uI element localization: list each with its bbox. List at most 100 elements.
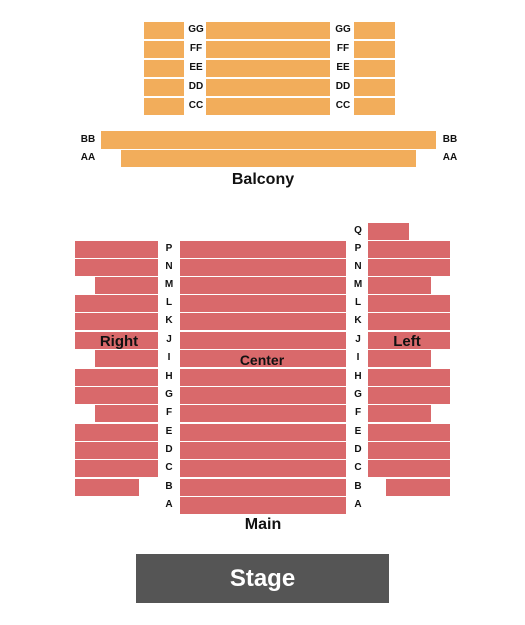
left-row-m[interactable] [368, 277, 431, 294]
center-row-k[interactable] [180, 313, 346, 330]
row-label-j-left: J [166, 334, 172, 345]
left-row-b[interactable] [386, 479, 450, 496]
balcony-right-row-ee[interactable] [354, 60, 395, 77]
row-label-n-right: N [354, 261, 362, 272]
left-row-p[interactable] [368, 241, 450, 258]
right-row-l[interactable] [75, 295, 158, 312]
row-label-gg-right: GG [335, 24, 351, 35]
row-label-f-left: F [165, 407, 173, 418]
row-label-i-left: I [167, 352, 171, 363]
right-row-d[interactable] [75, 442, 158, 459]
center-row-m[interactable] [180, 277, 346, 294]
center-row-j[interactable] [180, 332, 346, 349]
row-label-f-right: F [354, 407, 362, 418]
right-row-f[interactable] [95, 405, 158, 422]
row-label-dd-right: DD [335, 81, 351, 92]
balcony-left-row-ff[interactable] [144, 41, 184, 58]
row-label-b-right: B [354, 481, 362, 492]
row-label-cc-left: CC [188, 100, 204, 111]
center-row-b[interactable] [180, 479, 346, 496]
center-row-p[interactable] [180, 241, 346, 258]
balcony-right-row-gg[interactable] [354, 22, 395, 39]
row-label-ee-right: EE [336, 62, 350, 73]
row-label-i-right: I [356, 352, 360, 363]
row-label-bb-left: BB [80, 134, 96, 145]
row-label-ff-right: FF [336, 43, 350, 54]
row-label-e-right: E [354, 426, 362, 437]
row-label-d-right: D [354, 444, 362, 455]
row-label-e-left: E [165, 426, 173, 437]
balcony-right-row-dd[interactable] [354, 79, 395, 96]
balcony-center-row-ff[interactable] [206, 41, 330, 58]
row-label-d-left: D [165, 444, 173, 455]
center-row-i[interactable] [180, 350, 346, 367]
left-row-l[interactable] [368, 295, 450, 312]
section-label-main: Main [244, 516, 282, 533]
balcony-row-bb[interactable] [101, 131, 436, 149]
left-row-c[interactable] [368, 460, 450, 477]
right-row-c[interactable] [75, 460, 158, 477]
row-label-b-left: B [165, 481, 173, 492]
center-row-c[interactable] [180, 460, 346, 477]
row-label-c-right: C [354, 462, 362, 473]
balcony-center-row-dd[interactable] [206, 79, 330, 96]
balcony-right-row-cc[interactable] [354, 98, 395, 115]
row-label-p-right: P [354, 243, 362, 254]
balcony-center-row-cc[interactable] [206, 98, 330, 115]
right-row-g[interactable] [75, 387, 158, 404]
center-row-e[interactable] [180, 424, 346, 441]
left-row-f[interactable] [368, 405, 431, 422]
center-row-f[interactable] [180, 405, 346, 422]
row-label-n-left: N [165, 261, 173, 272]
row-label-cc-right: CC [335, 100, 351, 111]
section-label-right: Right [99, 333, 139, 350]
right-row-k[interactable] [75, 313, 158, 330]
balcony-row-aa[interactable] [121, 150, 416, 167]
balcony-left-row-ee[interactable] [144, 60, 184, 77]
balcony-center-row-ee[interactable] [206, 60, 330, 77]
right-row-j[interactable] [75, 332, 158, 349]
balcony-left-row-cc[interactable] [144, 98, 184, 115]
right-row-e[interactable] [75, 424, 158, 441]
row-label-k-left: K [165, 315, 173, 326]
right-row-m[interactable] [95, 277, 158, 294]
row-label-ff-left: FF [189, 43, 203, 54]
section-label-center: Center [239, 352, 285, 368]
row-label-l-right: L [354, 297, 362, 308]
right-row-n[interactable] [75, 259, 158, 276]
row-label-h-left: H [165, 371, 173, 382]
balcony-right-row-ff[interactable] [354, 41, 395, 58]
right-row-b[interactable] [75, 479, 139, 496]
right-row-h[interactable] [75, 369, 158, 386]
row-label-m-right: M [353, 279, 363, 290]
left-row-q[interactable] [368, 223, 409, 240]
row-label-g-left: G [165, 389, 173, 400]
right-row-i[interactable] [95, 350, 158, 367]
row-label-gg-left: GG [188, 24, 204, 35]
right-row-p[interactable] [75, 241, 158, 258]
balcony-left-row-gg[interactable] [144, 22, 184, 39]
left-row-j[interactable] [368, 332, 450, 349]
left-row-e[interactable] [368, 424, 450, 441]
balcony-left-row-dd[interactable] [144, 79, 184, 96]
center-row-d[interactable] [180, 442, 346, 459]
row-label-ee-left: EE [189, 62, 203, 73]
center-row-g[interactable] [180, 387, 346, 404]
left-row-i[interactable] [368, 350, 431, 367]
balcony-center-row-gg[interactable] [206, 22, 330, 39]
left-row-h[interactable] [368, 369, 450, 386]
center-row-a[interactable] [180, 497, 346, 514]
center-row-h[interactable] [180, 369, 346, 386]
row-label-j-right: J [355, 334, 361, 345]
left-row-n[interactable] [368, 259, 450, 276]
row-label-q-right: Q [354, 225, 362, 236]
row-label-m-left: M [164, 279, 174, 290]
left-row-k[interactable] [368, 313, 450, 330]
center-row-n[interactable] [180, 259, 346, 276]
stage: Stage [136, 554, 389, 603]
left-row-d[interactable] [368, 442, 450, 459]
left-row-g[interactable] [368, 387, 450, 404]
row-label-l-left: L [165, 297, 173, 308]
center-row-l[interactable] [180, 295, 346, 312]
